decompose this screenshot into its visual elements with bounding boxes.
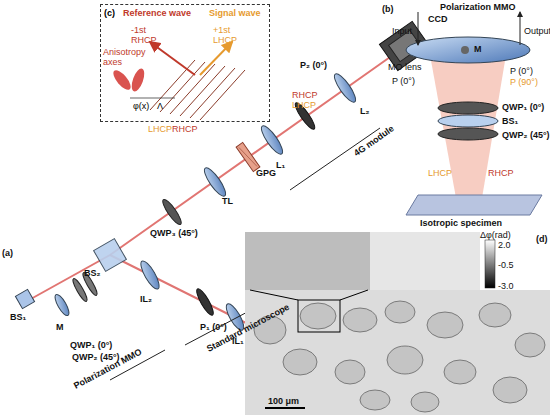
polarization-label: P (0°) — [392, 76, 415, 86]
inset-text: Anisotropy axes — [103, 47, 151, 67]
component-label: L₂ — [360, 106, 370, 116]
component-label: P₁ (0°) — [200, 322, 227, 332]
port-label: Input — [392, 26, 412, 36]
component-label: GPG — [256, 168, 276, 178]
component-label: M — [56, 322, 64, 332]
polarization-label: RHCP — [172, 124, 198, 134]
polarization-label: P (0°) — [510, 66, 533, 76]
component-label: QWP₁ (0°) — [502, 102, 544, 112]
module-label: 4G module — [352, 123, 396, 158]
component-label: MO lens — [388, 62, 422, 72]
inset-text: φ(x) — [133, 101, 149, 111]
component-label: L₁ — [276, 160, 285, 170]
component-label: TL — [222, 196, 233, 206]
inset-text: -1st RHCP — [131, 25, 157, 45]
component-label: CCD — [428, 14, 448, 24]
component-label: QWP₁ (0°) — [70, 340, 112, 350]
polarization-label: LHCP — [428, 168, 452, 178]
component-label: QWP₃ (45°) — [150, 228, 198, 238]
inset-text: (c) — [104, 8, 115, 18]
port-label: Output — [524, 26, 550, 36]
component-label: BS₁ — [502, 116, 518, 126]
polarization-label: P (90°) — [510, 77, 538, 87]
inset-text: Signal wave — [209, 8, 261, 18]
inset-text: Λ — [157, 101, 163, 111]
panel-letter: (d) — [536, 234, 548, 244]
colorbar-tick: -0.5 — [498, 260, 514, 270]
polarization-label: RHCP — [292, 90, 318, 100]
panel-letter: (b) — [382, 4, 394, 14]
specimen-label: Isotropic specimen — [420, 218, 502, 228]
polarization-label: RHCP — [488, 168, 514, 178]
component-label: M — [474, 44, 482, 54]
colorbar-title: Δφ(rad) — [480, 230, 511, 240]
inset-box: (c) Reference wave Signal wave -1st RHCP +1s… — [100, 4, 270, 122]
scale-bar-label: 100 μm — [268, 396, 299, 406]
inset-text: +1st LHCP — [213, 25, 239, 45]
polarization-label: LHCP — [148, 124, 172, 134]
component-label: BS₁ — [10, 312, 26, 322]
component-label: P₂ (0°) — [300, 60, 327, 70]
component-label: QWP₂ (45°) — [502, 130, 550, 140]
colorbar-tick: -3.0 — [498, 281, 514, 291]
panel-letter: (a) — [2, 248, 13, 258]
component-label: BS₂ — [84, 268, 101, 278]
polarization-label: LHCP — [292, 100, 316, 110]
colorbar-tick: 2.0 — [498, 240, 511, 250]
panel-title: Polarization MMO — [440, 2, 516, 12]
inset-text: Reference wave — [123, 8, 191, 18]
component-label: IL₂ — [140, 294, 152, 304]
